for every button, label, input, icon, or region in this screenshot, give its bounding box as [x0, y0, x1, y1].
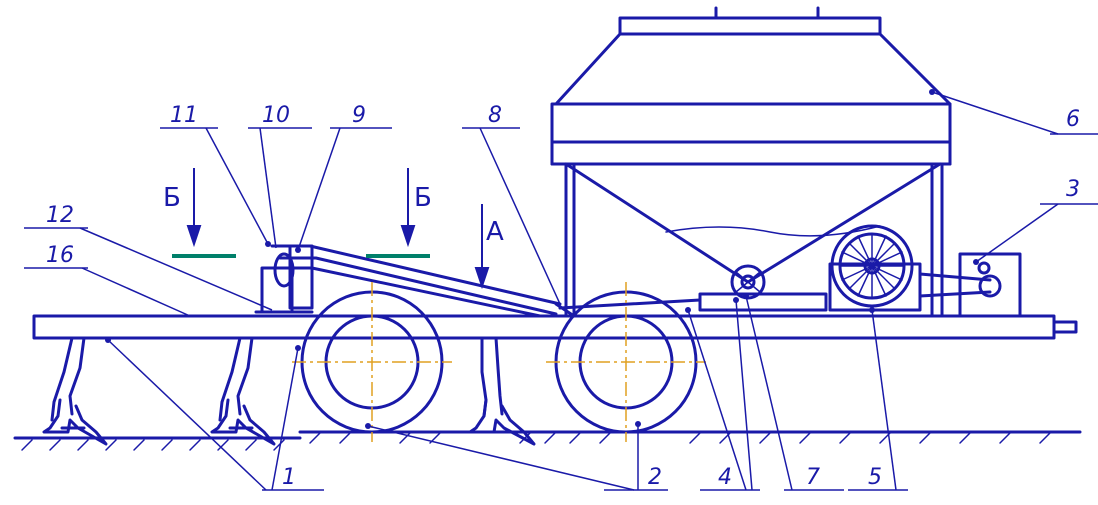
ground-right — [553, 430, 1082, 444]
callout-1: 1 — [282, 465, 296, 490]
air-channel — [558, 292, 828, 312]
callout-9: 9 — [352, 103, 366, 128]
tine-middle — [210, 336, 276, 446]
leader-dots — [105, 89, 979, 429]
section-label-b-left: Б — [163, 183, 181, 213]
callout-4: 4 — [718, 465, 732, 490]
callout-8: 8 — [488, 103, 502, 128]
callout-7: 7 — [806, 465, 820, 490]
callout-11: 11 — [170, 103, 198, 128]
view-label-a: A — [486, 217, 504, 247]
section-arrows — [186, 168, 490, 290]
frame-beam — [32, 314, 1078, 340]
metering-wheel — [730, 264, 766, 300]
callout-6: 6 — [1066, 107, 1080, 132]
seed-tube — [254, 244, 562, 318]
callout-5: 5 — [868, 465, 882, 490]
ground-left — [13, 436, 302, 451]
callout-12: 12 — [46, 203, 74, 228]
fan — [828, 224, 922, 312]
tine-right — [468, 336, 536, 446]
callout-2: 2 — [648, 465, 662, 490]
callout-3: 3 — [1066, 177, 1080, 202]
hopper-supports — [554, 302, 576, 318]
tine-left — [42, 336, 108, 446]
axis-lines — [292, 282, 706, 442]
callout-16: 16 — [46, 243, 74, 268]
callout-10: 10 — [262, 103, 290, 128]
section-label-b-right: Б — [414, 183, 432, 213]
leader-lines — [24, 91, 1098, 491]
drive-box — [918, 252, 1022, 318]
hopper — [550, 6, 952, 318]
